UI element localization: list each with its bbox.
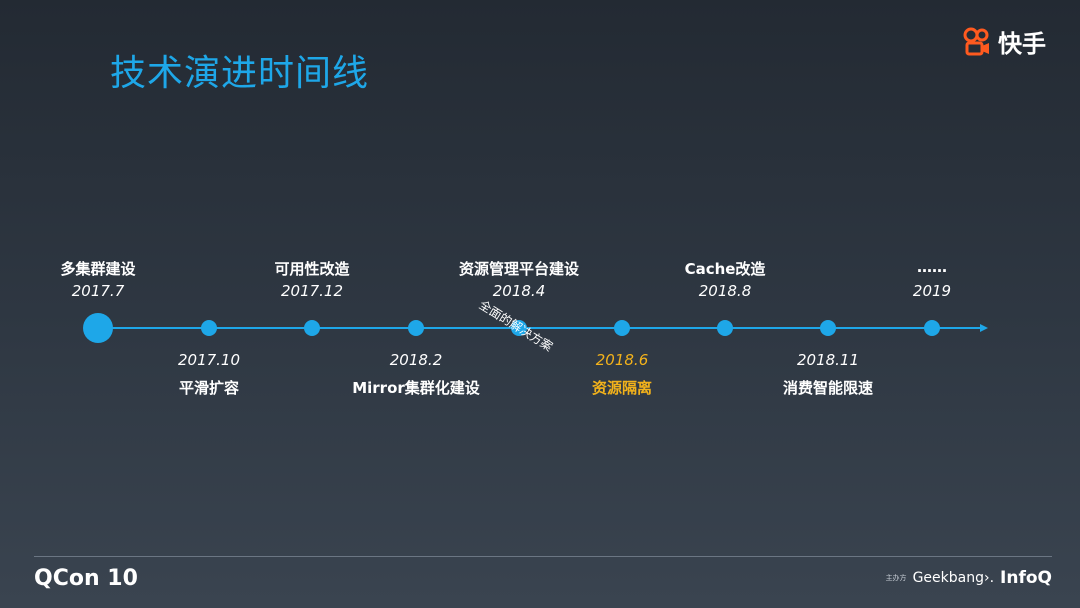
event-date: 2017.10 [177, 351, 241, 369]
footer-divider [34, 556, 1052, 557]
event-label: Cache改造 [684, 260, 766, 278]
timeline-node [614, 320, 630, 336]
brand-logo: 快手 [962, 24, 1046, 59]
event-date: 2018.4 [492, 282, 546, 300]
slide-title: 技术演进时间线 [110, 53, 370, 94]
sponsor-bar: 主办方 Geekbang›. InfoQ [886, 568, 1052, 588]
event-date: 2019 [912, 282, 952, 300]
sponsor-organizer-label: 主办方 [885, 574, 907, 582]
timeline-node [511, 320, 527, 336]
timeline-node [924, 320, 940, 336]
event-label: 消费智能限速 [782, 379, 873, 397]
timeline-node [201, 320, 217, 336]
brand-name: 快手 [998, 30, 1046, 58]
timeline-node [717, 320, 733, 336]
event-label: 资源管理平台建设 [458, 260, 579, 278]
timeline-node [304, 320, 320, 336]
kuaishou-logo-icon [963, 27, 989, 55]
event-date: 2017.12 [280, 282, 344, 300]
timeline-node [820, 320, 836, 336]
event-label: Mirror集群化建设 [352, 379, 480, 397]
event-label: 可用性改造 [274, 260, 350, 278]
event-label: 平滑扩容 [178, 379, 239, 397]
event-date: 2017.7 [71, 282, 125, 300]
event-date: 2018.11 [796, 351, 860, 369]
event-label: 多集群建设 [60, 260, 136, 278]
timeline-arrow-icon [980, 324, 988, 332]
event-date: 2018.8 [698, 282, 752, 300]
qcon-logo: QCon 10 [34, 566, 138, 591]
timeline-node [408, 320, 424, 336]
infoq-logo: InfoQ [1000, 568, 1052, 588]
event-date: 2018.6 [595, 351, 649, 369]
timeline-node [83, 313, 113, 343]
event-label: 资源隔离 [591, 379, 652, 397]
event-label: …… [917, 258, 947, 276]
geekbang-logo: Geekbang›. [912, 570, 995, 586]
event-date: 2018.2 [389, 351, 443, 369]
